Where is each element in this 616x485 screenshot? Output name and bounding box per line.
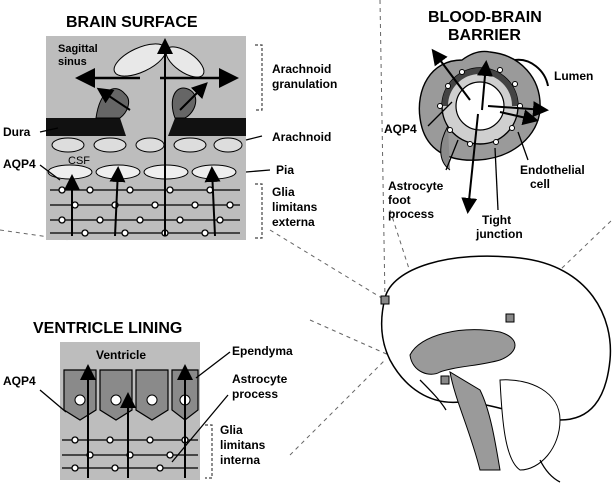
label-tight-2: junction	[475, 227, 523, 241]
label-astrocyte-3: process	[388, 207, 434, 221]
label-endothelial-1: Endothelial	[520, 163, 585, 177]
label-dura: Dura	[3, 125, 31, 139]
label-sinus: sinus	[58, 56, 87, 68]
bbb-vessel	[419, 51, 548, 170]
label-lumen: Lumen	[554, 69, 593, 83]
title-bbb-2: BARRIER	[448, 27, 521, 44]
label-astrocyte-1: Astrocyte	[388, 179, 444, 193]
label-endothelial-2: cell	[530, 177, 550, 191]
label-glia-interna-2: limitans	[220, 438, 266, 452]
label-ventricle: Ventricle	[96, 348, 146, 362]
label-glia-1: Glia	[272, 185, 295, 199]
label-glia-3: externa	[272, 215, 315, 229]
label-arachnoid: Arachnoid	[272, 130, 331, 144]
label-glia-2: limitans	[272, 200, 318, 214]
title-bbb-1: BLOOD-BRAIN	[428, 9, 542, 26]
label-arachnoid-granulation-2: granulation	[272, 77, 337, 91]
label-ependyma: Ependyma	[232, 344, 293, 358]
label-sagittal: Sagittal	[58, 43, 98, 55]
ventricle-panel	[60, 342, 200, 480]
label-tight-1: Tight	[482, 213, 511, 227]
title-brain-surface: BRAIN SURFACE	[66, 14, 198, 31]
label-pia: Pia	[276, 163, 294, 177]
title-ventricle-lining: VENTRICLE LINING	[33, 320, 182, 337]
label-aqp4-ventricle: AQP4	[3, 374, 36, 388]
label-astrocyte-process-1: Astrocyte	[232, 372, 288, 386]
label-astrocyte-process-2: process	[232, 387, 278, 401]
label-arachnoid-granulation-1: Arachnoid	[272, 62, 331, 76]
label-csf: CSF	[68, 155, 90, 167]
brain-sagittal	[381, 256, 610, 482]
label-aqp4-surface: AQP4	[3, 157, 36, 171]
label-astrocyte-2: foot	[388, 193, 411, 207]
label-aqp4-bbb: AQP4	[384, 122, 417, 136]
label-glia-interna-1: Glia	[220, 423, 243, 437]
label-glia-interna-3: interna	[220, 453, 260, 467]
